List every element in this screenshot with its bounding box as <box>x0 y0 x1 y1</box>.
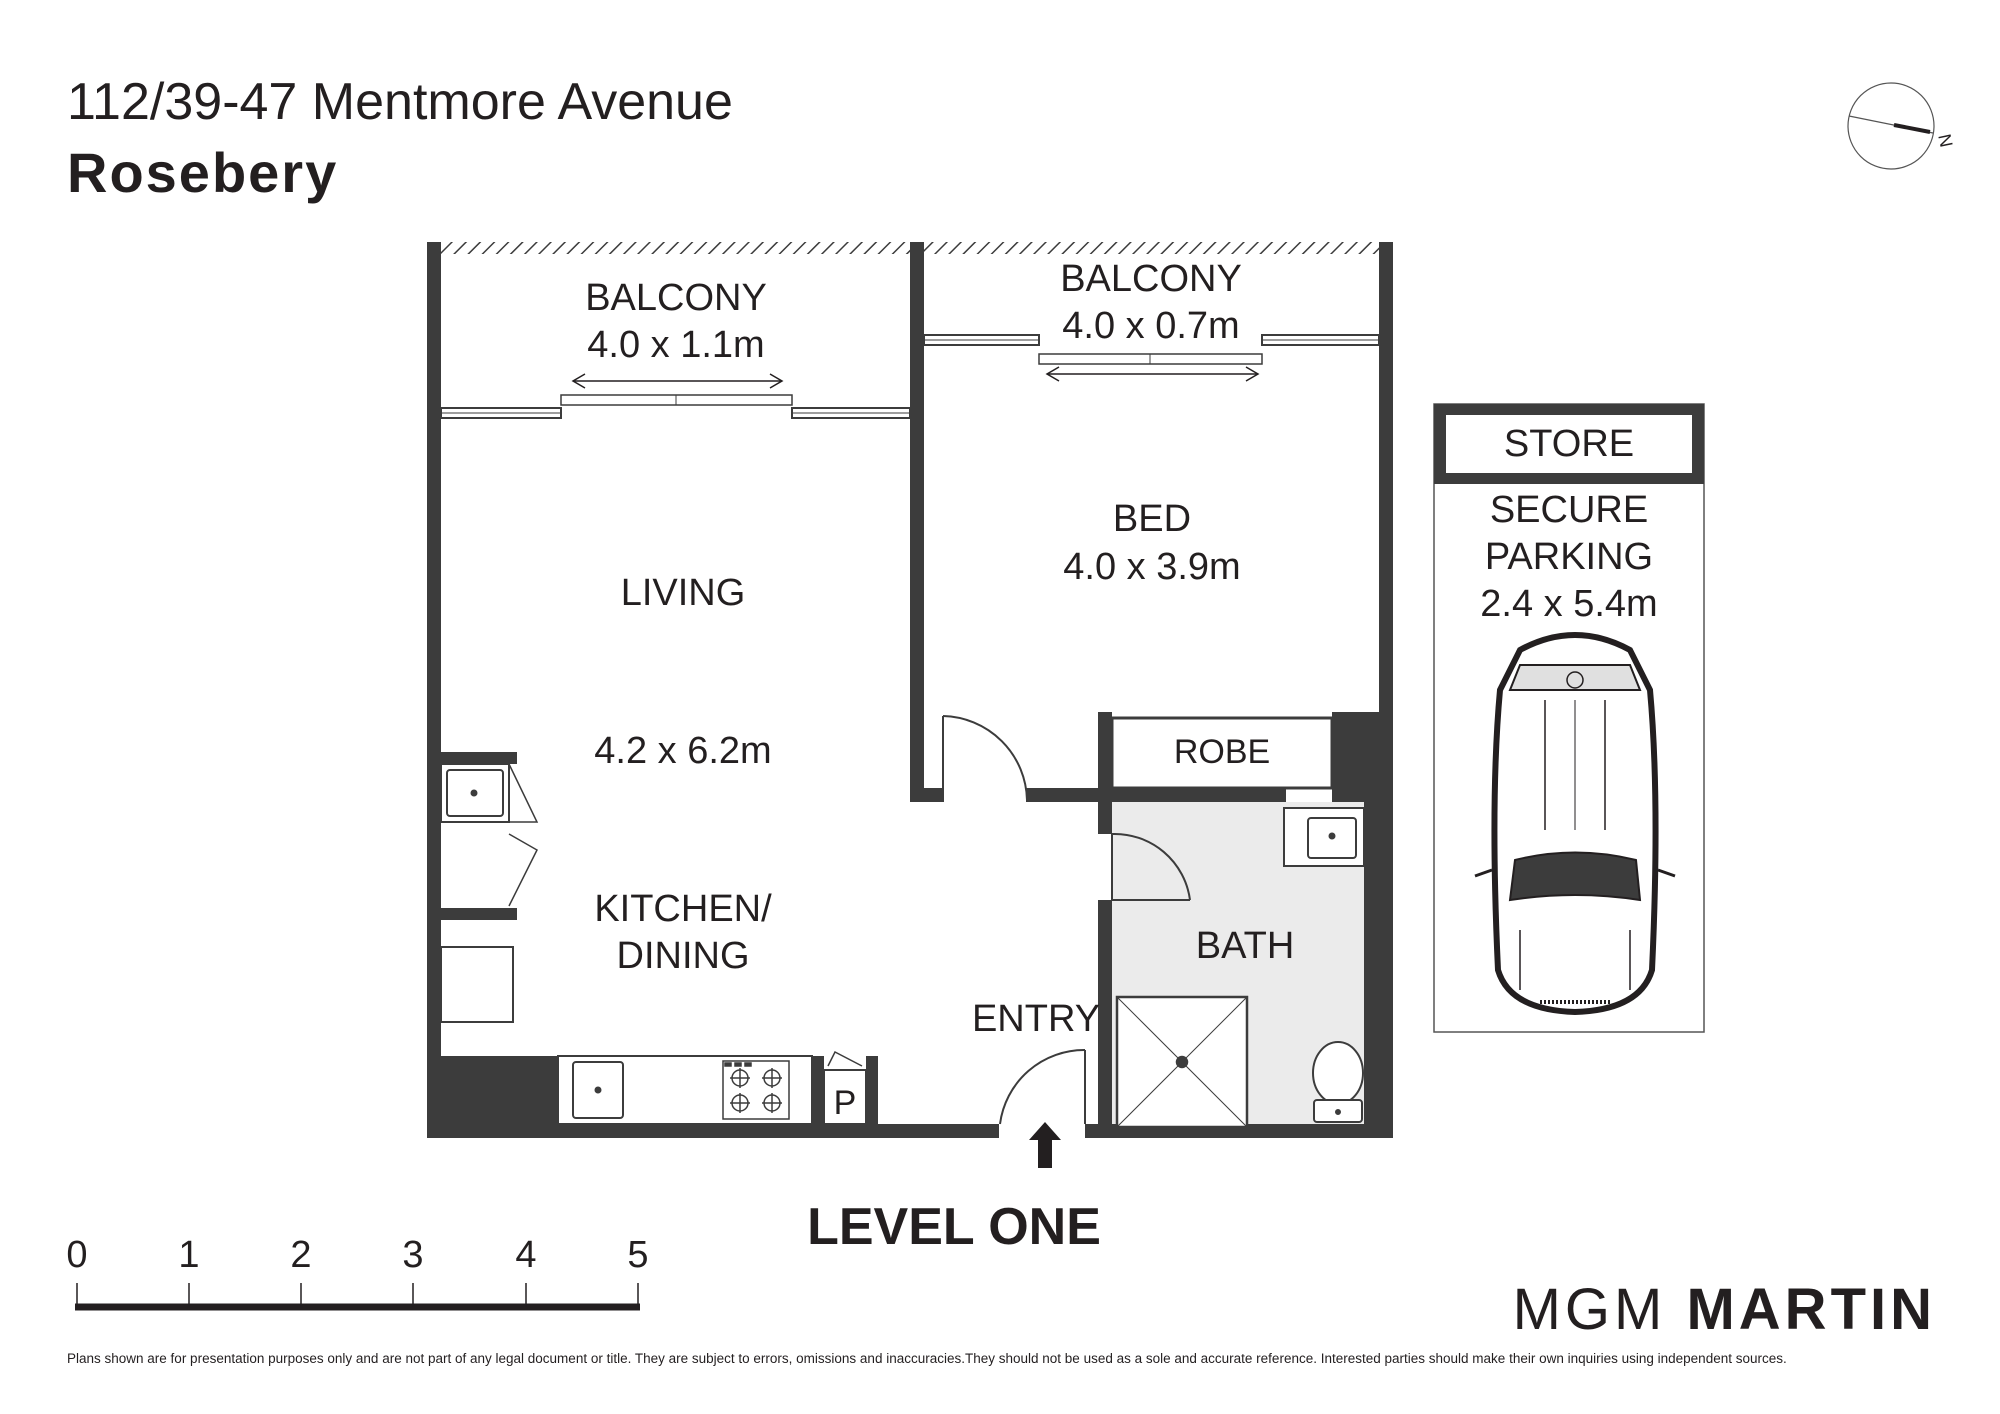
bed-name: BED <box>1113 498 1191 540</box>
sliding-door-arrows <box>571 366 1260 389</box>
door-swings <box>942 715 1191 1125</box>
balcony-left-size: 4.0 x 1.1m <box>587 324 764 366</box>
bath-name: BATH <box>1196 925 1295 967</box>
property-suburb: Rosebery <box>67 141 339 204</box>
scale-tick-1: 1 <box>178 1234 200 1276</box>
shower-icon <box>1115 995 1249 1129</box>
balcony-right-size: 4.0 x 0.7m <box>1062 305 1239 347</box>
robe-name: ROBE <box>1174 733 1270 771</box>
entry-name: ENTRY <box>972 998 1100 1040</box>
walls <box>427 242 1393 1138</box>
brand-part2: MARTIN <box>1686 1277 1936 1342</box>
entry-arrow-icon <box>1029 1122 1061 1168</box>
living-size: 4.2 x 6.2m <box>594 730 771 772</box>
balcony-right-name: BALCONY <box>1060 258 1242 300</box>
brand-part1: MGM <box>1512 1277 1667 1342</box>
parking-name-line1: SECURE <box>1490 489 1648 531</box>
pantry-name: P <box>834 1084 857 1122</box>
scale-bar <box>75 1283 640 1311</box>
brand-logo: MGM MARTIN <box>1513 1276 1936 1343</box>
robe-box <box>1110 716 1334 790</box>
scale-tick-0: 0 <box>66 1234 88 1276</box>
level-label: LEVEL ONE <box>807 1198 1101 1256</box>
scale-tick-2: 2 <box>290 1234 312 1276</box>
toilet-icon <box>1312 1041 1364 1123</box>
living-name: LIVING <box>621 572 746 614</box>
fridge-space <box>440 946 514 1023</box>
scale-tick-3: 3 <box>402 1234 424 1276</box>
store-name: STORE <box>1504 423 1634 465</box>
bed-size: 4.0 x 3.9m <box>1063 546 1240 588</box>
scale-tick-4: 4 <box>515 1234 537 1276</box>
pantry-cupboard <box>823 1050 867 1125</box>
north-arrow-icon: N <box>1847 82 1957 170</box>
parking-name-line2: PARKING <box>1485 536 1653 578</box>
scale-tick-5: 5 <box>627 1234 649 1276</box>
kitchen-name-line2: DINING <box>617 935 750 977</box>
disclaimer: Plans shown are for presentation purpose… <box>67 1351 1787 1366</box>
cooktop-icon <box>722 1060 790 1120</box>
windows <box>440 334 1380 419</box>
balcony-left-name: BALCONY <box>585 277 767 319</box>
compass-label: N <box>1934 132 1956 149</box>
laundry-sink-icon <box>440 763 539 907</box>
kitchen-bench <box>557 1055 813 1125</box>
car-icon <box>1474 632 1676 1016</box>
kitchen-name-line1: KITCHEN/ <box>594 888 772 930</box>
parking-size: 2.4 x 5.4m <box>1480 583 1657 625</box>
property-address: 112/39-47 Mentmore Avenue <box>67 73 733 131</box>
vanity-sink-icon <box>1283 807 1365 867</box>
